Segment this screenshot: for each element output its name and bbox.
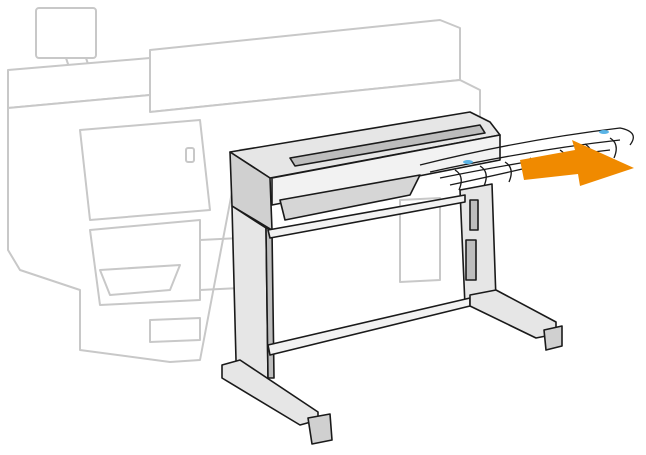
left-leg (231, 205, 269, 386)
stacker (221, 111, 634, 445)
pull-direction-arrow-icon (520, 140, 634, 186)
printer-body (7, 7, 481, 363)
right-foot (469, 289, 557, 339)
crossbar (267, 297, 471, 356)
control-panel-screen (35, 7, 97, 59)
